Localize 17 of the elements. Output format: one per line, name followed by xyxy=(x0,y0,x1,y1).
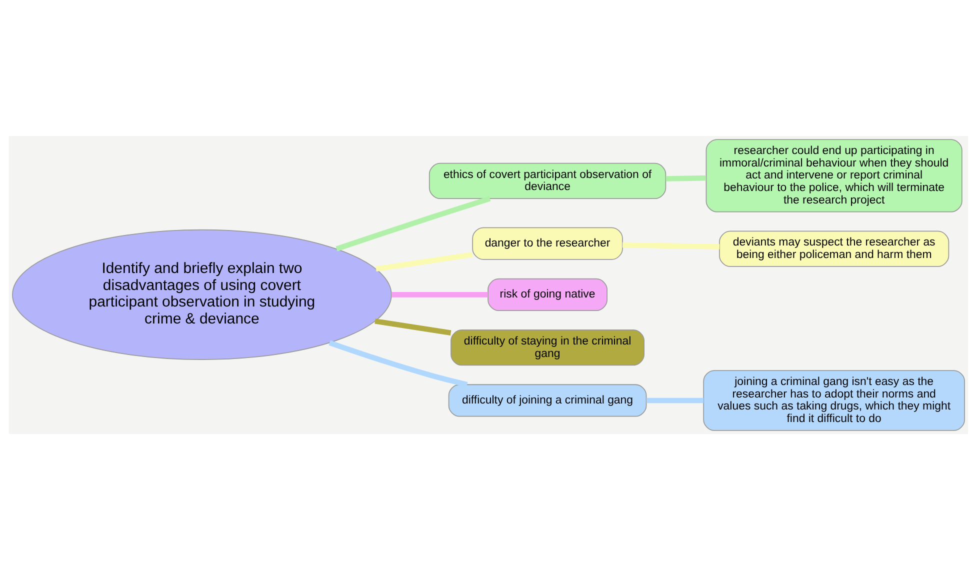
node-box: deviants may suspect the researcher as being either policeman and harm them xyxy=(719,230,950,266)
connector xyxy=(336,196,491,251)
node-box: difficulty of staying in the criminal gang xyxy=(450,329,645,366)
node-ellipse: Identify and briefly explain two disadvantages of using covert participant observation in studying crime & deviance xyxy=(12,228,392,360)
node-box: ethics of covert participant observation of deviance xyxy=(428,162,666,199)
node-box: joining a criminal gang isn't easy as the researcher has to adopt their norms and values such as taking drugs, which they might find it difficult to do xyxy=(703,370,965,430)
connector xyxy=(622,242,720,249)
node-box: risk of going native xyxy=(488,278,608,310)
connector xyxy=(646,397,704,403)
connector xyxy=(392,292,488,297)
connector xyxy=(376,252,473,272)
connector xyxy=(666,174,706,181)
node-box: researcher could end up participating in immoral/criminal behaviour when they should act and intervene or report criminal behaviour to the police, which will terminate the research project xyxy=(706,138,962,212)
connector xyxy=(374,318,452,335)
node-box: difficulty of joining a criminal gang xyxy=(448,384,647,416)
node-box: danger to the researcher xyxy=(472,226,623,260)
connector xyxy=(328,340,468,387)
